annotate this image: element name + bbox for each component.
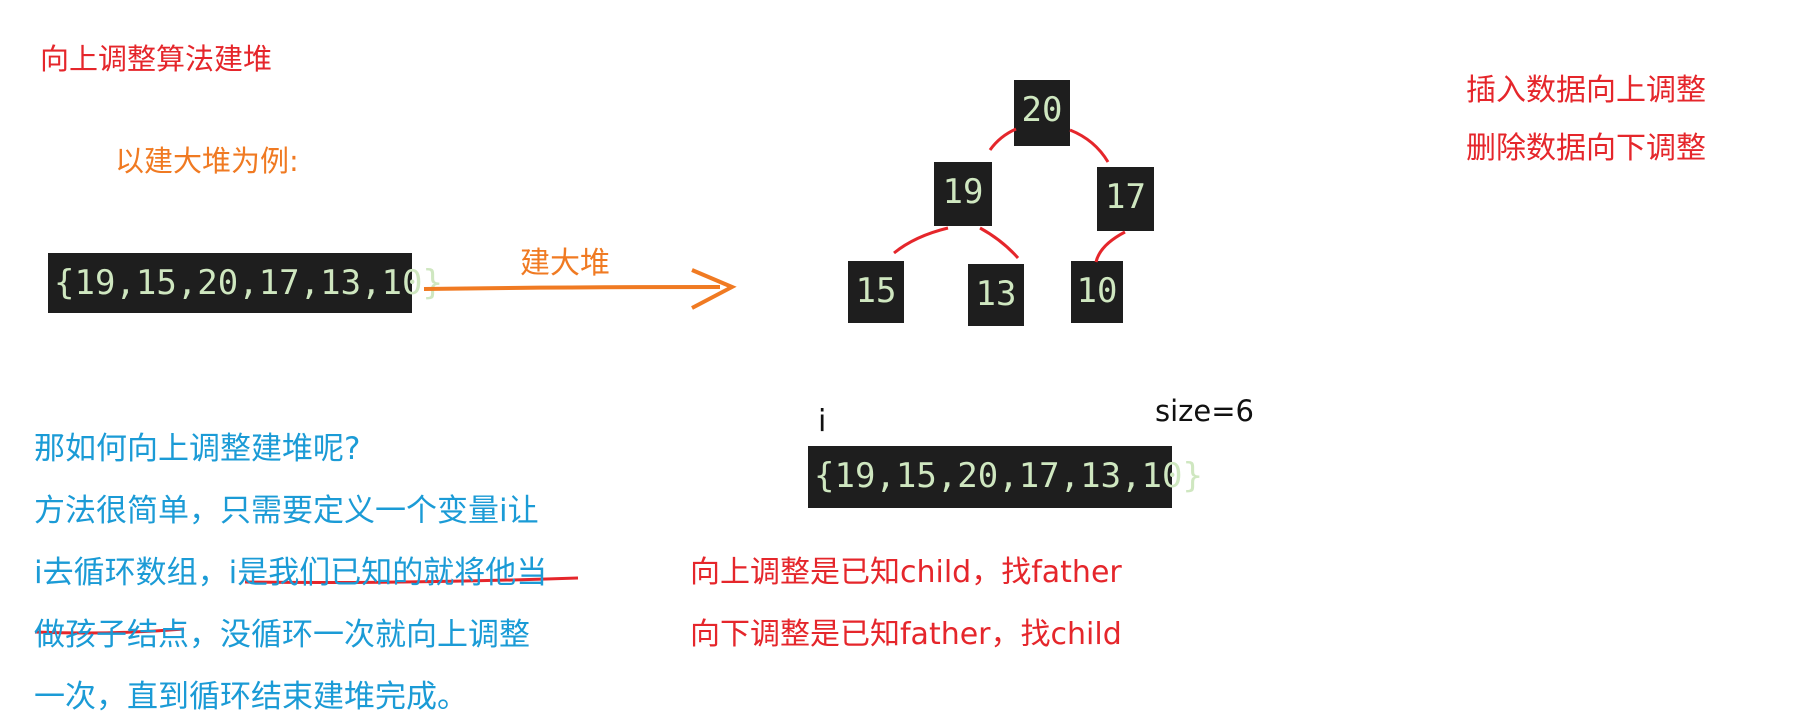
arrow-label: 建大堆 <box>520 246 610 281</box>
edge-root-left <box>988 127 1017 151</box>
heap-node-left-right: 13 <box>968 264 1024 326</box>
page-title: 向上调整算法建堆 <box>40 42 273 76</box>
adjust-note-up: 向上调整是已知child，找father <box>690 555 1122 590</box>
adjust-notes: 向上调整是已知child，找father 向下调整是已知father，找chil… <box>690 542 1122 666</box>
explanation-line: 那如何向上调整建堆呢? <box>34 431 361 467</box>
explanation-line: i去循环数组，i是我们已知的就将他当 <box>34 555 548 591</box>
arrow-head-icon <box>691 268 737 310</box>
heap-node-left-left: 15 <box>848 261 904 323</box>
explanation-line: 方法很简单，只需要定义一个变量i让 <box>34 493 539 529</box>
build-heap-arrow <box>423 285 721 291</box>
array-below: {19,15,20,17,13,10} <box>808 446 1203 508</box>
note-insert: 插入数据向上调整 <box>1466 73 1706 108</box>
index-label: i <box>818 404 827 439</box>
edge-left-leftleft <box>893 226 949 255</box>
adjust-note-down: 向下调整是已知father，找child <box>690 617 1122 652</box>
underline-1 <box>244 576 579 584</box>
connector-layer <box>34 127 1126 635</box>
edge-left-leftright <box>979 226 1020 259</box>
heap-node-right: 17 <box>1097 167 1154 231</box>
size-label: size=6 <box>1155 394 1254 428</box>
underline-2 <box>34 627 185 635</box>
right-notes: 插入数据向上调整 删除数据向下调整 <box>1466 62 1706 178</box>
input-array: {19,15,20,17,13,10} <box>48 253 443 313</box>
explanation-line: 一次，直到循环结束建堆完成。 <box>34 679 468 715</box>
heap-node-right-left: 10 <box>1071 261 1123 323</box>
note-delete: 删除数据向下调整 <box>1466 131 1706 166</box>
heap-node-left: 19 <box>934 162 992 226</box>
example-heading: 以建大堆为例: <box>115 144 299 178</box>
explanation-line: 做孩子结点，没循环一次就向上调整 <box>34 617 530 653</box>
edge-right-rightleft <box>1094 230 1126 263</box>
explanation: 那如何向上调整建堆呢? 方法很简单，只需要定义一个变量i让 i去循环数组，i是我… <box>34 418 547 728</box>
heap-node-root: 20 <box>1014 80 1070 146</box>
edge-root-right <box>1069 128 1110 163</box>
